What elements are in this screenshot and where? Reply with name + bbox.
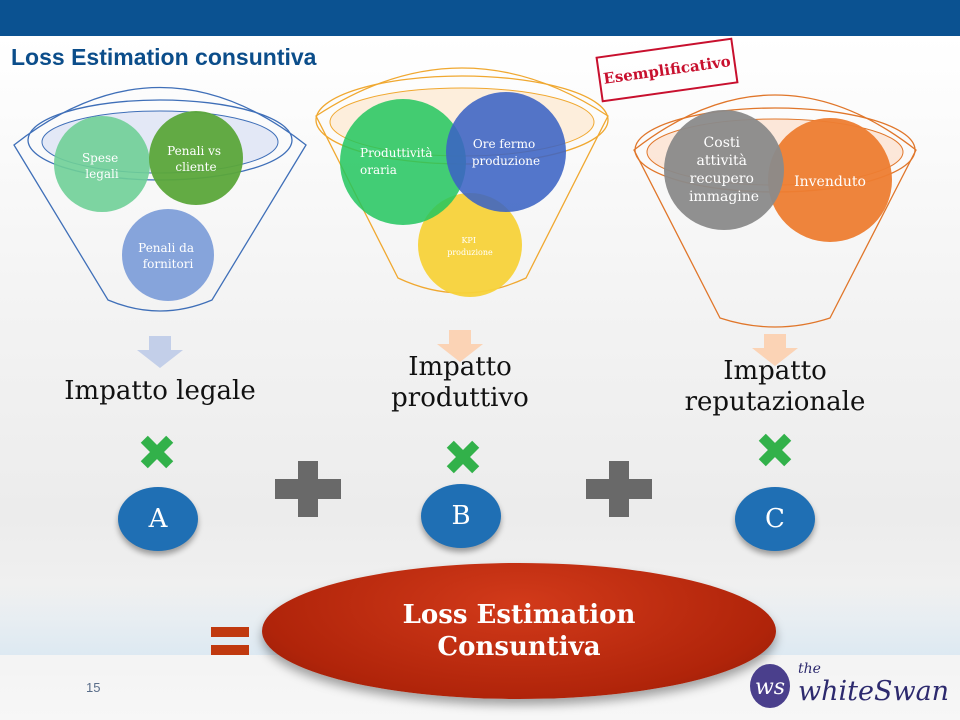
equals-icon (211, 627, 249, 655)
factor-a-circle: A (118, 487, 198, 551)
top-bar (0, 0, 960, 36)
circle-label: Penali da fornitori (138, 241, 198, 271)
plus-icon (586, 461, 652, 517)
circle-produttivita-oraria (340, 99, 466, 225)
impact-legal-label: Impatto legale (64, 376, 256, 406)
logo-big: whiteSwan (798, 676, 950, 707)
circle-label: Ore fermo produzione (472, 137, 540, 168)
whiteswan-logo: ws the whiteSwan (748, 660, 949, 712)
multiply-icon (446, 440, 480, 474)
logo-emblem: ws (750, 664, 790, 708)
funnel-3-outline (633, 94, 917, 328)
circle-spese-legali (54, 116, 150, 212)
funnel-2-outline (315, 67, 609, 294)
arrow-down-icon (137, 336, 183, 368)
arrow-down-icon (437, 330, 483, 362)
funnel-reputation: Costi attività recupero immagine Invendu… (633, 94, 917, 328)
factor-c-circle: C (735, 487, 815, 551)
circle-label: Invenduto (794, 174, 866, 190)
funnel-production: Produttività oraria Ore fermo produzione… (315, 67, 609, 297)
circle-label: Penali vs cliente (167, 144, 225, 174)
loss-estimation-result: Loss Estimation Consuntiva (262, 563, 776, 699)
result-line-1: Loss Estimation (402, 599, 636, 630)
factor-b-circle: B (421, 484, 501, 548)
logo-small: the (798, 661, 821, 677)
arrow-down-icon (752, 334, 798, 366)
circle-label: KPI produzione (447, 236, 493, 257)
circle-label: Produttività oraria (360, 146, 436, 177)
circle-costi-recupero-immagine (664, 110, 784, 230)
page-number: 15 (86, 680, 101, 695)
circle-invenduto (768, 118, 892, 242)
circle-kpi-produzione (418, 193, 522, 297)
circle-penali-vs-cliente (149, 111, 243, 205)
circle-label: Costi attività recupero immagine (689, 135, 759, 205)
multiply-icon (758, 433, 792, 467)
circle-label: Spese legali (82, 151, 122, 181)
plus-icon (275, 461, 341, 517)
funnel-legal: Spese legali Penali vs cliente Penali da… (13, 87, 307, 312)
circle-ore-fermo-produzione (446, 92, 566, 212)
circle-penali-da-fornitori (122, 209, 214, 301)
multiply-icon (140, 435, 174, 469)
page-title: Loss Estimation consuntiva (11, 44, 317, 70)
logo-text: the whiteSwan (798, 662, 949, 705)
logo-initials: ws (755, 675, 785, 700)
result-line-2: Consuntiva (437, 632, 601, 662)
funnel-1-outline (13, 87, 307, 312)
